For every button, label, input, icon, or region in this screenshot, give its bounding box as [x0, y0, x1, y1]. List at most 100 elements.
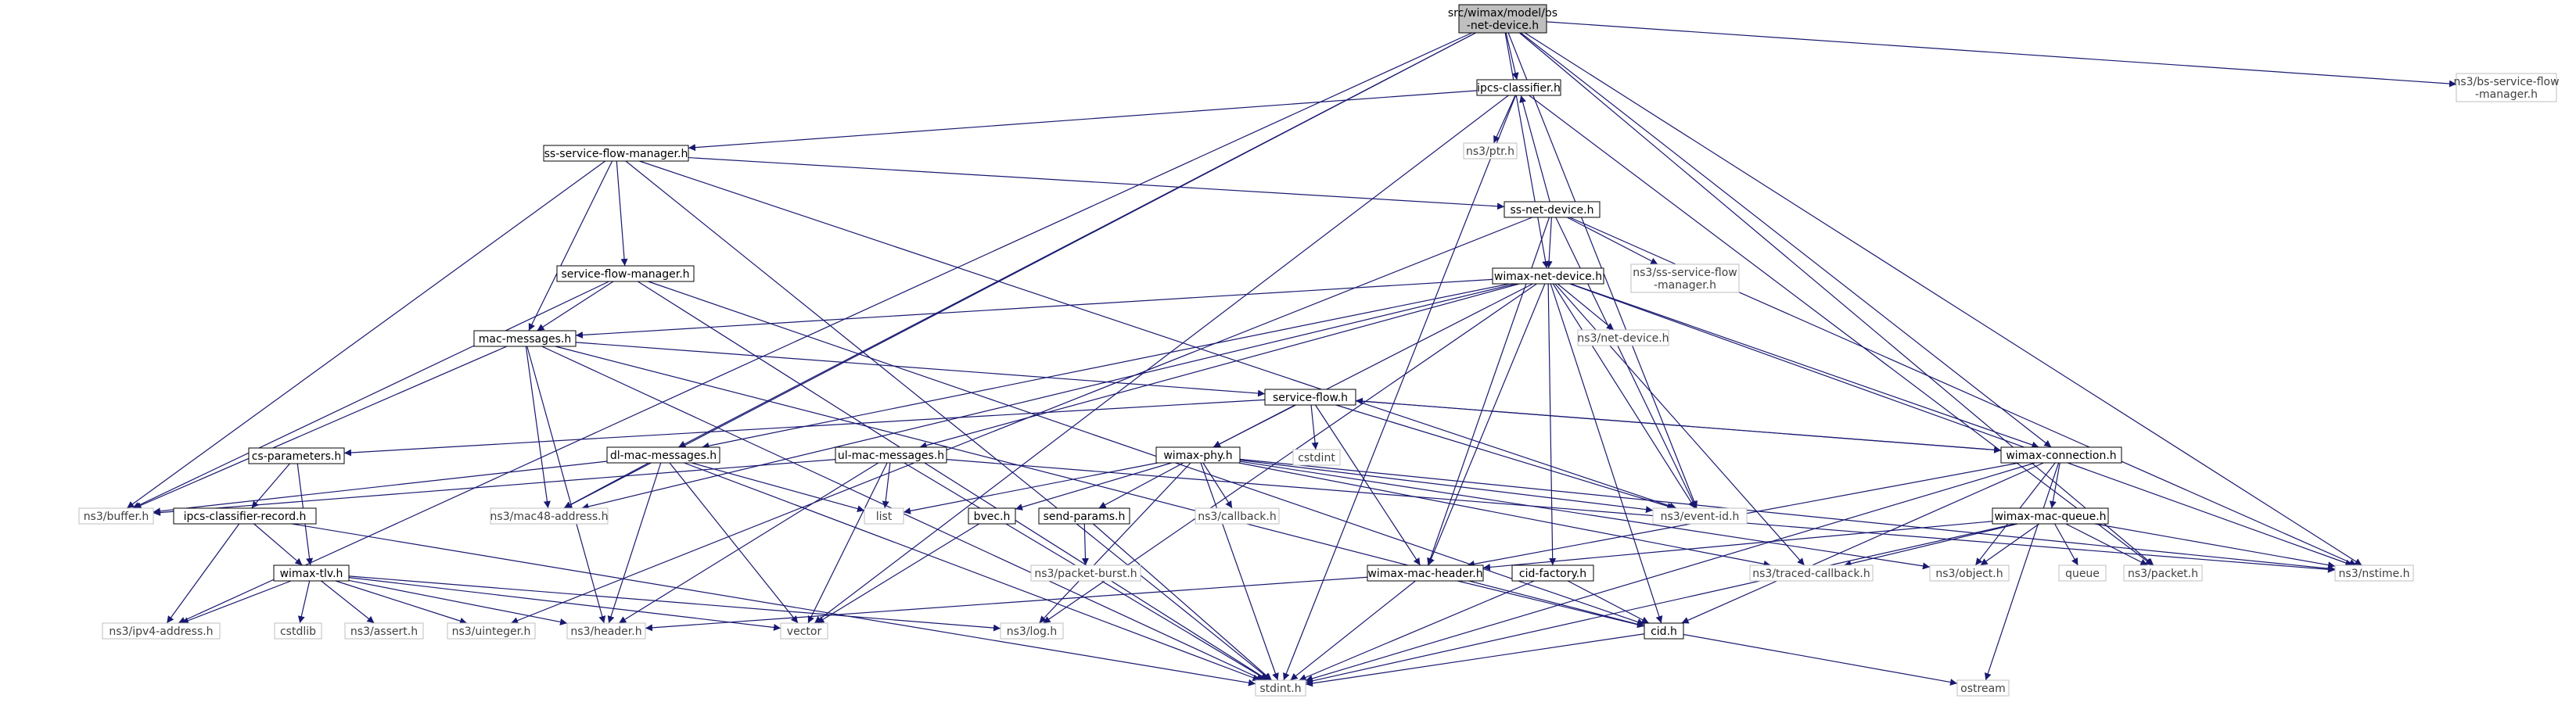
- node-box: [490, 507, 609, 525]
- edge-wimax_phy-to-send_params: [1098, 462, 1184, 509]
- edge-ss_net_device-to-uinteger: [510, 217, 1533, 624]
- node-box: [102, 622, 221, 640]
- node-send-params[interactable]: send-params.h: [1038, 507, 1130, 525]
- node-label: bvec.h: [974, 511, 1011, 523]
- edge-wimax_connection-to-service_flow: [1355, 397, 2002, 451]
- edge-cs_parameters-to-ipcs_classifier_record: [251, 463, 290, 509]
- edge-service_flow-to-cstdint: [1310, 404, 1319, 450]
- node-ptr: ns3/ptr.h: [1463, 142, 1518, 159]
- edge-service_flow-to-event_id: [1335, 404, 1675, 510]
- edge-ul_mac_messages-to-nstime: [946, 459, 2336, 573]
- node-box: [1458, 4, 1547, 34]
- edge-sfm-to-stdint: [637, 281, 1269, 681]
- node-mac-messages[interactable]: mac-messages.h: [473, 330, 577, 347]
- node-wimax-connection[interactable]: wimax-connection.h: [2000, 446, 2122, 464]
- node-box: [1195, 507, 1280, 525]
- node-box: [1492, 267, 1604, 285]
- edge-cid-to-stdint: [1305, 633, 1645, 687]
- node-ipcs-classifier[interactable]: ipcs-classifier.h: [1476, 79, 1561, 96]
- edge-wimax_mac_queue-to-traced_callback: [1844, 523, 2018, 568]
- edge-wimax_connection-to-wimax_mac_queue: [2049, 462, 2060, 509]
- node-label: ns3/log.h: [1007, 625, 1057, 638]
- node-root[interactable]: src/wimax/model/bs-net-device.h: [1448, 4, 1557, 34]
- node-label: dl-mac-messages.h: [610, 450, 717, 462]
- node-wimax-mac-queue[interactable]: wimax-mac-queue.h: [1992, 507, 2109, 525]
- node-label: ns3/ptr.h: [1466, 145, 1514, 158]
- edge-service_flow-to-wimax_phy: [1213, 404, 1295, 448]
- node-cid[interactable]: cid.h: [1644, 622, 1684, 640]
- node-sfm[interactable]: service-flow-manager.h: [556, 265, 695, 282]
- edge-wimax_mac_queue-to-queue: [2054, 523, 2078, 566]
- edge-root-to-mac48: [563, 32, 1476, 509]
- node-bvec[interactable]: bvec.h: [968, 507, 1016, 525]
- edge-mac_messages-to-service_flow: [575, 342, 1266, 397]
- node-box: [1255, 679, 1306, 697]
- node-ss-net-device[interactable]: ss-net-device.h: [1504, 201, 1601, 218]
- node-box: [1749, 564, 1874, 582]
- edge-ipcs_classifier-to-vector: [814, 95, 1509, 624]
- edge-ipcs_classifier_record-to-wimax_tlv: [253, 523, 303, 566]
- node-label: ns3/bs-service-flow-manager.h: [2453, 76, 2559, 101]
- edge-root-to-nstime: [1524, 32, 2362, 566]
- node-buffer: ns3/buffer.h: [78, 507, 154, 525]
- edge-wimax_tlv-to-ipv4_address: [181, 580, 292, 624]
- node-label: ns3/nstime.h: [2339, 568, 2410, 580]
- edge-root-to-ipcs_classifier: [1505, 32, 1519, 81]
- edge-ss_sfm_h-to-event_id: [639, 160, 1677, 510]
- node-label: ns3/mac48-address.h: [490, 511, 609, 523]
- edge-wimax_mac_queue-to-wimax_mac_header: [1482, 521, 1993, 571]
- node-box: [1463, 142, 1518, 159]
- node-dl-mac-messages[interactable]: dl-mac-messages.h: [606, 446, 720, 464]
- node-label: ns3/ipv4-address.h: [109, 625, 213, 638]
- edge-ipcs_classifier-to-ss_sfm_h: [688, 90, 1478, 152]
- node-ipcs-classifier-record[interactable]: ipcs-classifier-record.h: [173, 507, 317, 525]
- edge-wimax_phy-to-callback: [1202, 462, 1233, 509]
- node-net-device: ns3/net-device.h: [1577, 329, 1669, 346]
- node-object: ns3/object.h: [1929, 564, 2010, 582]
- node-callback: ns3/callback.h: [1195, 507, 1280, 525]
- node-ns3-ss-sfm: ns3/ss-service-flow-manager.h: [1630, 263, 1740, 293]
- edge-mac_messages-to-mac48: [525, 346, 551, 509]
- node-box: [864, 507, 904, 525]
- node-box: [556, 265, 695, 282]
- edge-bvec-to-vector: [817, 523, 979, 624]
- node-label: service-flow.h: [1273, 392, 1348, 404]
- node-box: [78, 507, 154, 525]
- node-ss-sfm-h[interactable]: ss-service-flow-manager.h: [543, 145, 689, 162]
- node-label: cid-factory.h: [1519, 568, 1586, 580]
- node-cs-parameters[interactable]: cs-parameters.h: [248, 447, 345, 464]
- node-box: [2456, 73, 2557, 102]
- node-label: service-flow-manager.h: [561, 268, 689, 281]
- node-label: ostream: [1960, 683, 2006, 695]
- node-box: [606, 446, 720, 464]
- node-label: stdint.h: [1259, 683, 1301, 695]
- node-ul-mac-messages[interactable]: ul-mac-messages.h: [835, 446, 947, 464]
- node-label: ns3/header.h: [570, 625, 641, 638]
- edge-wimax_phy-to-traced_callback: [1238, 462, 1771, 568]
- node-wimax-tlv[interactable]: wimax-tlv.h: [273, 564, 350, 582]
- node-service-flow[interactable]: service-flow.h: [1264, 389, 1356, 406]
- node-assert: ns3/assert.h: [344, 622, 424, 640]
- node-label: wimax-connection.h: [2006, 450, 2116, 462]
- node-label: vector: [787, 625, 822, 638]
- node-cid-factory[interactable]: cid-factory.h: [1511, 564, 1594, 582]
- edge-ipcs_classifier-to-packet: [1529, 95, 2154, 566]
- node-box: [968, 507, 1016, 525]
- edge-wimax_net_device-to-wimax_connection: [1570, 283, 2039, 449]
- node-label: wimax-phy.h: [1163, 450, 1232, 462]
- node-wimax-phy[interactable]: wimax-phy.h: [1155, 446, 1241, 464]
- edge-ss_net_device-to-event_id: [1555, 217, 1697, 509]
- edge-ss_net_device-to-ipcs_classifier: [1519, 95, 1550, 202]
- node-label: ns3/packet.h: [2128, 568, 2198, 580]
- node-wimax-mac-header[interactable]: wimax-mac-header.h: [1367, 564, 1484, 582]
- node-box: [1264, 389, 1356, 406]
- edge-send_params-to-stdint: [1093, 523, 1272, 681]
- edge-ss_sfm_h-to-mac_messages: [528, 160, 613, 331]
- node-cstdlib: cstdlib: [274, 622, 322, 640]
- node-label: src/wimax/model/bs-net-device.h: [1448, 7, 1557, 32]
- node-box: [273, 564, 350, 582]
- node-label: ss-service-flow-manager.h: [544, 148, 688, 160]
- node-wimax-net-device[interactable]: wimax-net-device.h: [1492, 267, 1604, 285]
- edge-wimax_tlv-to-vector: [348, 577, 781, 631]
- node-label: ns3/packet-burst.h: [1034, 568, 1137, 580]
